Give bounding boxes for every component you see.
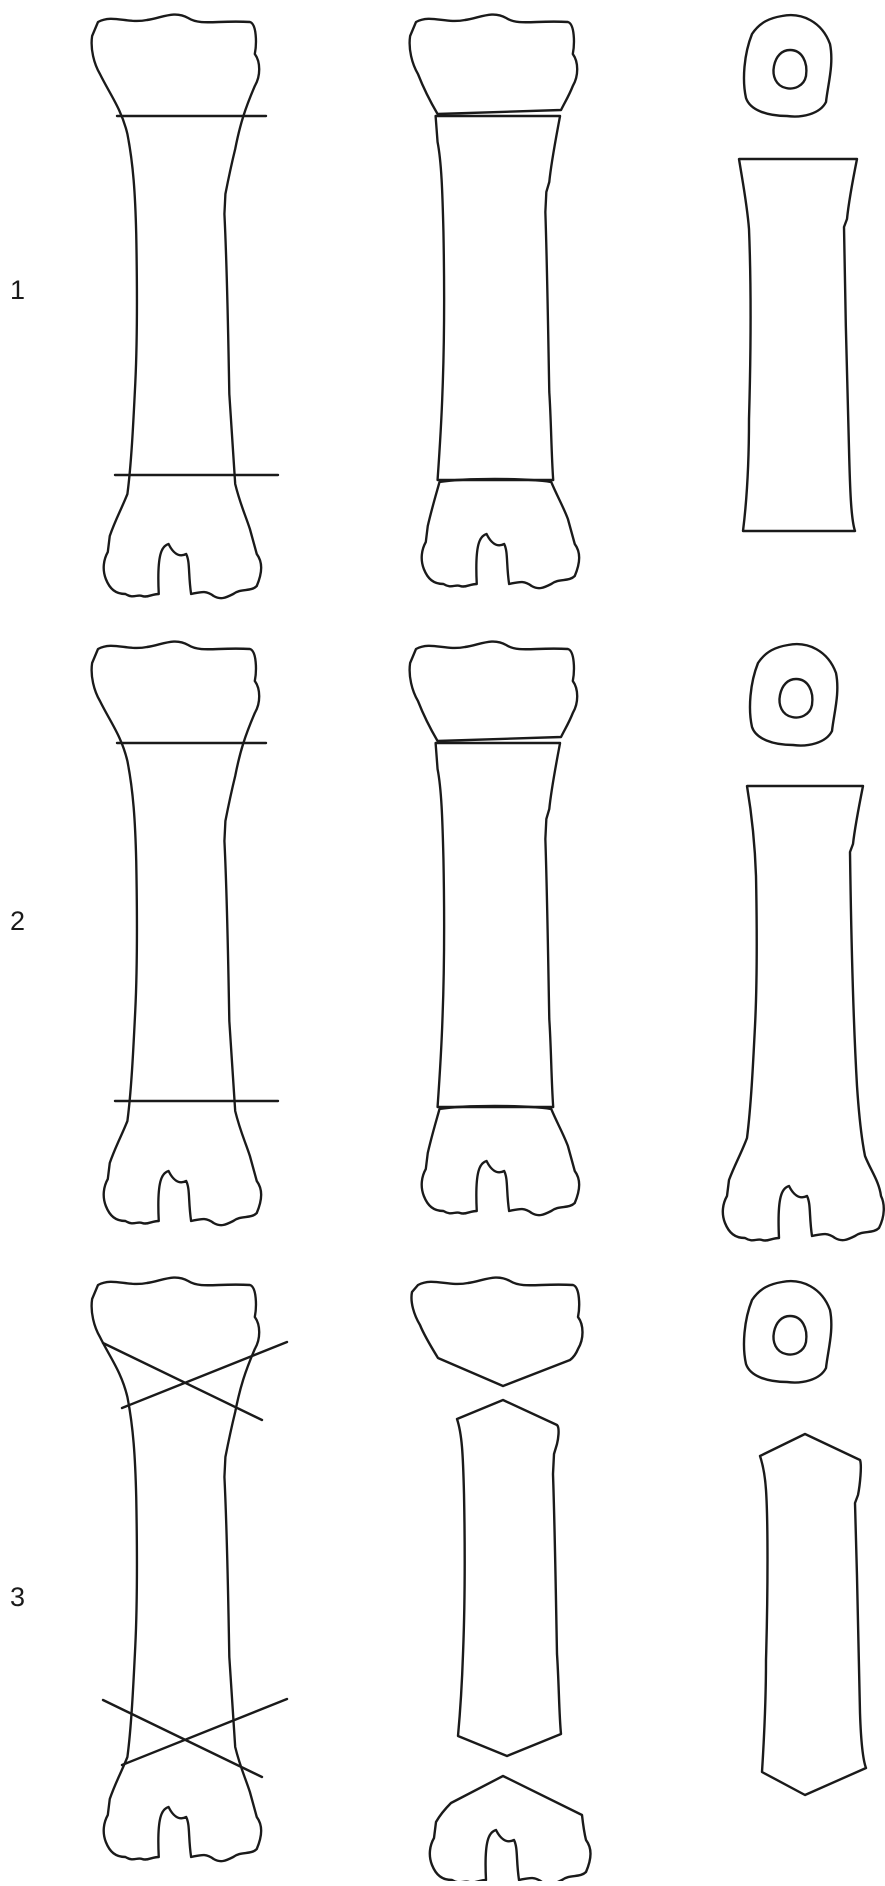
- row-label-1: 1: [10, 275, 30, 305]
- row-label-2: 2: [10, 906, 30, 936]
- row2-col3-cross-section-and-shaft-with-distal-end: [723, 644, 884, 1240]
- row1-col1-whole-bone-straight-cuts: [92, 15, 278, 599]
- row-label-3: 3: [10, 1582, 30, 1612]
- row1-col2-separated-pieces: [410, 15, 580, 589]
- row3-col1-whole-bone-angled-cuts: [92, 1278, 287, 1862]
- row2-col2-separated-pieces: [410, 642, 580, 1216]
- row2-col1-whole-bone-straight-cuts: [92, 642, 278, 1226]
- row3-col3-cross-section-and-angled-shaft: [744, 1281, 866, 1795]
- row3-col2-separated-pieces-angled: [411, 1278, 590, 1881]
- row1-col3-cross-section-and-shaft: [739, 15, 857, 531]
